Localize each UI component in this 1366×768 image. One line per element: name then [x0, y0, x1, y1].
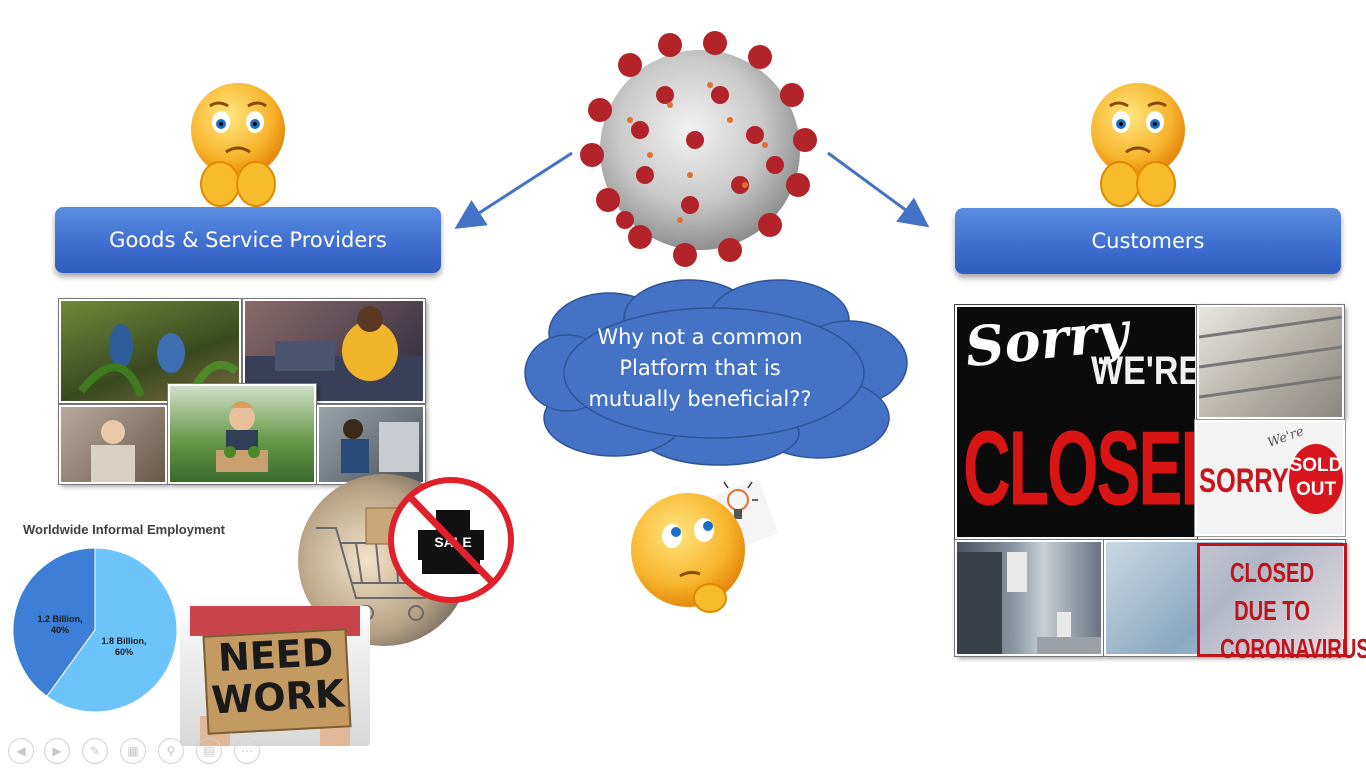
cloud-text: Why not a common Platform that is mutual…: [560, 322, 840, 415]
sorry-closed-sign: Sorry WE'RE CLOSED: [955, 305, 1197, 539]
sold-text: SOLD: [1289, 455, 1343, 476]
see-all-slides-icon[interactable]: ▦: [120, 738, 146, 764]
virus-spike: [731, 176, 749, 194]
woman-phone-photo: [59, 405, 167, 484]
virus-spike: [681, 196, 699, 214]
virus-spike: [596, 188, 620, 212]
virus-spike: [711, 86, 729, 104]
virus-spike: [766, 156, 784, 174]
virus-spike: [673, 243, 697, 267]
virus-spike: [746, 126, 764, 144]
no-sale-register-icon: SALE: [388, 477, 514, 603]
closed-street-photo: [955, 540, 1103, 656]
thinking-emoji: [631, 479, 779, 613]
greenhouse-photo: [168, 384, 316, 484]
worried-emoji-left: [191, 83, 285, 207]
sold-out-badge: SOLD OUT: [1289, 444, 1343, 514]
were-text: WE'RE: [1091, 349, 1197, 393]
virus-spike: [618, 53, 642, 77]
virus-spike: [658, 33, 682, 57]
next-slide-icon[interactable]: ▶: [44, 738, 70, 764]
empty-shelves-photo: [1197, 305, 1344, 419]
cloud-line-3: mutually beneficial??: [588, 387, 812, 411]
previous-slide-icon[interactable]: ◀: [8, 738, 34, 764]
no-sale-circle-image: SALE: [298, 474, 514, 646]
thought-cloud: [524, 279, 908, 466]
pie-slice-2: [46, 547, 178, 713]
virus-spike: [718, 238, 742, 262]
customers-label: Customers: [1091, 229, 1205, 253]
virus-spike: [703, 31, 727, 55]
more-options-icon[interactable]: ⋯: [234, 738, 260, 764]
virus-spike: [616, 211, 634, 229]
pie-label-small: 1.2 Billion, 40%: [26, 614, 94, 636]
zoom-icon[interactable]: ⚲: [158, 738, 184, 764]
customers-banner: Customers: [955, 208, 1341, 274]
mechanic-photo: [317, 405, 425, 484]
virus-spike: [786, 173, 810, 197]
closed-office-photo: [1104, 540, 1345, 656]
pie-chart: [12, 547, 178, 713]
virus-spike: [748, 45, 772, 69]
closed-due-to-coronavirus-sign: CLOSED DUE TO CORONAVIRUS: [1197, 543, 1366, 664]
virus-spike: [631, 121, 649, 139]
pie-label-small-line2: 40%: [50, 625, 69, 635]
virus-spike: [780, 83, 804, 107]
were-small-text: We're: [1265, 424, 1306, 451]
virus-spike: [580, 143, 604, 167]
sorry-sold-text: SORRY: [1199, 462, 1289, 500]
pie-chart-title: Worldwide Informal Employment: [23, 522, 226, 537]
arrow-right: [827, 151, 930, 228]
virus-spike: [758, 213, 782, 237]
pie-label-large: 1.8 Billion, 60%: [90, 636, 158, 658]
pie-label-small-line1: 1.2 Billion,: [37, 614, 83, 624]
providers-label: Goods & Service Providers: [109, 228, 387, 252]
pie-label-large-line2: 60%: [114, 647, 133, 657]
virus-spike: [628, 225, 652, 249]
worried-emoji-right: [1091, 83, 1185, 207]
pie-slice-1: [12, 547, 96, 698]
sorry-sold-out-sign: SORRY We're SOLD OUT: [1195, 420, 1345, 536]
pie-label-large-line1: 1.8 Billion,: [101, 636, 147, 646]
out-text: OUT: [1295, 479, 1337, 500]
closed-due-line-2: CORONAVIRUS: [1220, 633, 1366, 664]
closed-text: CLOSED: [963, 410, 1195, 528]
work-text: WORK: [210, 671, 346, 723]
closed-due-line-1: CLOSED DUE TO: [1229, 557, 1315, 626]
tailor-photo: [243, 299, 425, 403]
virus-spike: [588, 98, 612, 122]
need-work-sign: NEED WORK: [202, 628, 352, 735]
pen-icon[interactable]: ✎: [82, 738, 108, 764]
virus-spike: [636, 166, 654, 184]
cloud-line-2: Platform that is: [619, 356, 781, 380]
virus-spike: [686, 131, 704, 149]
providers-banner: Goods & Service Providers: [55, 207, 441, 273]
cloud-line-1: Why not a common: [597, 325, 803, 349]
arrow-left: [454, 151, 573, 229]
subtitles-icon[interactable]: ▤: [196, 738, 222, 764]
virus-spike: [656, 86, 674, 104]
virus-spike: [793, 128, 817, 152]
coronavirus-image: [580, 31, 817, 267]
